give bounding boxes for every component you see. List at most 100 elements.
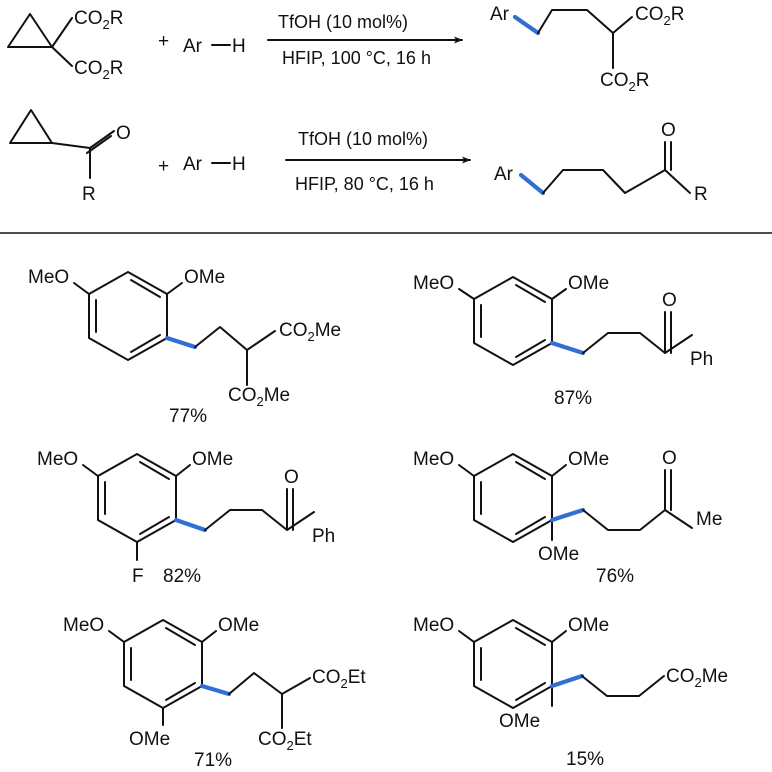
bond-line [9, 109, 53, 144]
label-part: Et [294, 729, 313, 750]
atom-label: OMe [218, 615, 259, 636]
atom-label: Me [696, 509, 722, 530]
cyclopropyl-ketone: O R [9, 109, 131, 205]
bond-line [82, 464, 99, 477]
bond-line [458, 288, 475, 300]
product-6: MeO OMe OMe CO2Me 15% [413, 615, 728, 770]
atom-label: R [694, 184, 708, 205]
yield-label: 77% [169, 406, 207, 427]
bond-line [51, 142, 91, 149]
atom-label: OMe [538, 544, 579, 565]
arene-reagent-2: Ar H [183, 154, 246, 175]
plus-sign-2: + [158, 156, 169, 177]
label-part: R [636, 70, 650, 91]
product-2: MeO OMe O Ph 87% [413, 273, 713, 409]
atom-label: Ar [183, 36, 203, 57]
label-part: CO [635, 4, 664, 25]
label-part: 2 [629, 79, 636, 94]
label-part: 2 [308, 329, 315, 344]
atom-label: MeO [28, 267, 69, 288]
new-bond-highlight-2 [518, 172, 546, 196]
label-part: CO [258, 729, 287, 750]
bond-line [89, 130, 115, 149]
atom-label: H [232, 36, 246, 57]
label-part: CO [74, 8, 103, 29]
new-bond-highlight [549, 673, 585, 689]
new-bond-highlight [164, 335, 198, 350]
atom-label: CO2Me [666, 666, 728, 690]
new-bond-highlight [549, 340, 586, 356]
atom-label: MeO [413, 615, 454, 636]
label-part: CO [279, 320, 308, 341]
atom-label: CO2Et [258, 729, 312, 753]
label-part: CO [312, 667, 341, 688]
new-bond-highlight [199, 683, 232, 697]
bond-line [7, 13, 53, 48]
atom-label: OMe [568, 449, 609, 470]
bond-line [88, 271, 168, 361]
bond-line [130, 279, 161, 298]
bond-line [108, 630, 125, 643]
bond-line [581, 675, 665, 697]
label-part: R [110, 58, 124, 79]
condition-top: TfOH (10 mol%) [278, 12, 408, 32]
atom-label: CO2Me [279, 320, 341, 344]
atom-label: CO2R [74, 8, 123, 32]
atom-label: MeO [413, 273, 454, 294]
bond-line [97, 453, 177, 543]
label-part: R [671, 4, 685, 25]
product-malonate: Ar CO2R CO2R [490, 4, 684, 94]
new-bond-highlight [173, 517, 208, 533]
label-part: Me [702, 666, 728, 687]
new-bond-highlight [549, 507, 586, 523]
yield-label: 15% [566, 749, 604, 770]
atom-label: Ar [490, 4, 510, 25]
bond-line [204, 509, 315, 531]
bond-line [130, 334, 161, 353]
label-part: R [110, 8, 124, 29]
label-part: 2 [341, 676, 348, 691]
bond-line [73, 282, 90, 295]
atom-label: CO2R [600, 70, 649, 94]
bond-line [201, 630, 217, 643]
cyclopropane-diester: CO2R CO2R [7, 8, 124, 82]
bond-line [51, 17, 73, 48]
reaction-1: CO2R CO2R + Ar H TfOH (10 mol%) HFIP, 10… [7, 4, 684, 94]
bond-line [123, 619, 203, 709]
label-part: 2 [257, 394, 264, 409]
atom-label: MeO [63, 615, 104, 636]
bond-line [551, 630, 567, 643]
plus-sign: + [158, 31, 169, 52]
bond-line [515, 516, 546, 535]
atom-label: MeO [413, 449, 454, 470]
atom-label: CO2Et [312, 667, 366, 691]
yield-label: 82% [163, 566, 201, 587]
bond-line [515, 461, 546, 480]
atom-label: OMe [129, 729, 170, 750]
atom-label: OMe [568, 273, 609, 294]
bond-line [228, 672, 311, 695]
atom-label: H [232, 154, 246, 175]
arene-reagent: Ar H [183, 36, 246, 57]
atom-label: O [661, 120, 676, 141]
product-ketone: Ar O R [494, 120, 708, 205]
bond-line [542, 169, 691, 194]
bond-line [165, 682, 196, 701]
atom-label: O [284, 467, 299, 488]
yield-label: 87% [554, 388, 592, 409]
atom-label: Ph [690, 349, 713, 370]
bond-line [175, 464, 191, 477]
atom-label: CO2R [635, 4, 684, 28]
atom-label: O [662, 448, 677, 469]
bond-line [166, 282, 183, 295]
bond-line [194, 326, 276, 351]
product-3: MeO OMe F O Ph 82% [37, 449, 335, 587]
label-part: Et [348, 667, 367, 688]
label-part: CO [228, 385, 257, 406]
atom-label: O [662, 290, 677, 311]
label-part: 2 [103, 17, 110, 32]
label-part: 2 [103, 67, 110, 82]
atom-label: OMe [192, 449, 233, 470]
bond-line [458, 464, 475, 477]
